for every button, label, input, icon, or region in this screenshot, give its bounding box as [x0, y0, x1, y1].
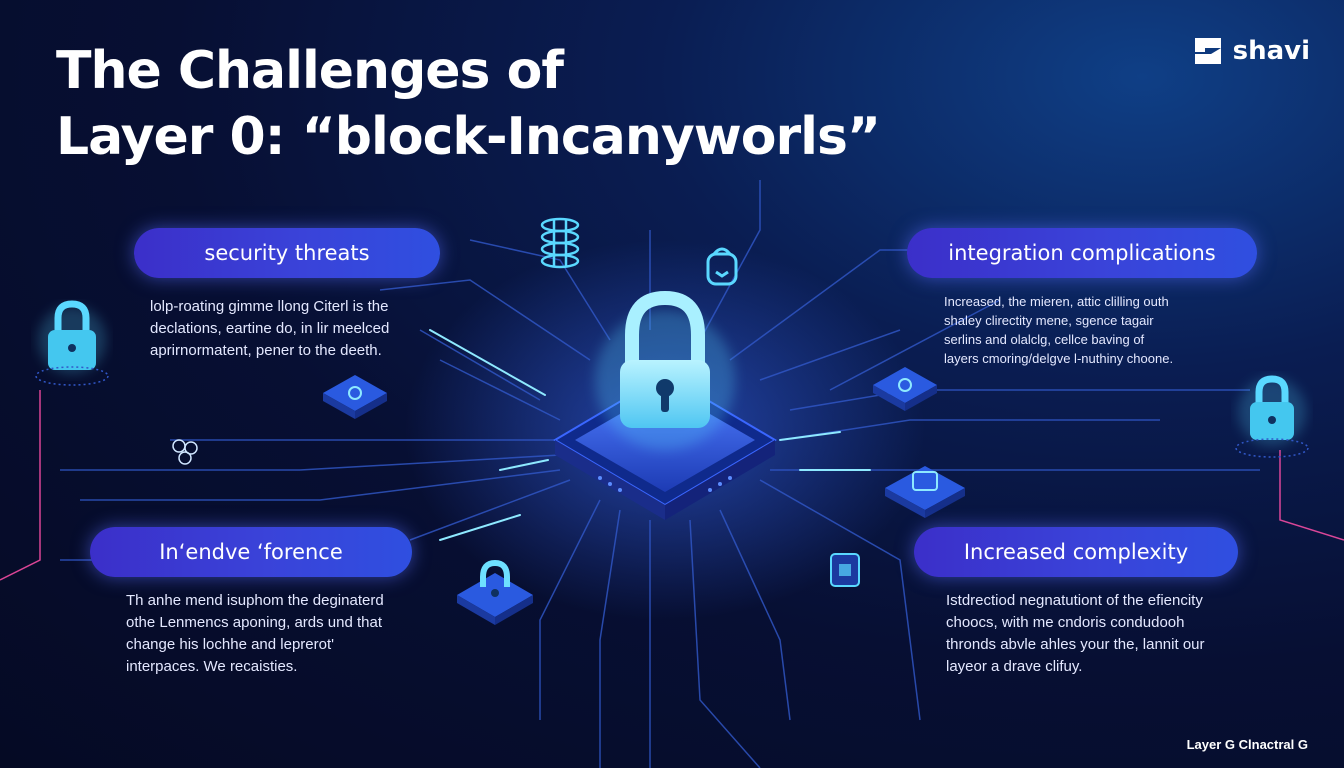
interference-description: Th anhe mend isuphom the deginaterd othe…: [126, 590, 416, 678]
padlock-icon: [595, 290, 735, 450]
padlock-icon: [1235, 375, 1309, 458]
description-line: shaley clirectity mene, sgence tagair: [944, 313, 1154, 328]
security-threats-pill: security threats: [134, 228, 440, 278]
shield-padlock-icon: [706, 247, 738, 286]
description-line: change his lochhe and leprerot': [126, 636, 335, 653]
padlock-icon: [457, 559, 533, 625]
title-line-2: Layer 0: “block-Incanyworls”: [56, 107, 881, 167]
increased-complexity-label: Increased complexity: [963, 540, 1189, 564]
description-line: layers cmoring/delgve l-nuthiny choone.: [944, 351, 1174, 366]
footer-caption: Layer G Clnactral G: [1186, 737, 1308, 752]
description-line: layeor a drave clifuy.: [946, 658, 1083, 675]
title-line-1: The Challenges of: [56, 41, 564, 101]
integration-complications-pill: integration complications: [907, 228, 1257, 278]
padlock-icon: [35, 300, 109, 386]
security-threats-label: security threats: [204, 241, 370, 265]
interference-label: In‘endve ‘forence: [159, 540, 343, 564]
description-line: lolp-roating gimme llong Citerl is the: [150, 298, 389, 315]
description-line: thronds abvle ahles your the, lannit our: [946, 636, 1205, 653]
page-title: The Challenges of Layer 0: “block-Incany…: [56, 38, 881, 170]
integration-complications-description: Increased, the mieren, attic clilling ou…: [944, 292, 1244, 368]
description-line: choocs, with me cndoris condudooh: [946, 614, 1185, 631]
data-node-icon: [323, 375, 387, 419]
description-line: Istdrectiod negnatutiont of the efiencit…: [946, 592, 1203, 609]
description-line: aprirnormatent, pener to the deeth.: [150, 342, 382, 359]
integration-complications-label: integration complications: [948, 241, 1216, 265]
data-node-icon: [172, 439, 198, 465]
interference-pill: In‘endve ‘forence: [90, 527, 412, 577]
description-line: interpaces. We recaisties.: [126, 658, 298, 675]
description-line: othe Lenmencs aponing, ards und that: [126, 614, 383, 631]
increased-complexity-description: Istdrectiod negnatutiont of the efiencit…: [946, 590, 1246, 678]
data-node-icon: [873, 367, 937, 411]
description-line: Th anhe mend isuphom the deginaterd: [126, 592, 384, 609]
increased-complexity-pill: Increased complexity: [914, 527, 1238, 577]
brand-logo-icon: [1194, 38, 1221, 64]
dna-coil-icon: [540, 217, 580, 269]
brand-logo: shavi: [1193, 36, 1310, 66]
description-line: declations, eartine do, in lir meelced: [150, 320, 390, 337]
brand-name: shavi: [1232, 36, 1310, 66]
description-line: serlins and olalclg, cellce baving of: [944, 332, 1145, 347]
description-line: Increased, the mieren, attic clilling ou…: [944, 294, 1169, 309]
chip-icon: [885, 466, 965, 518]
security-threats-description: lolp-roating gimme llong Citerl is the d…: [150, 296, 450, 362]
chip-icon: [830, 553, 860, 587]
